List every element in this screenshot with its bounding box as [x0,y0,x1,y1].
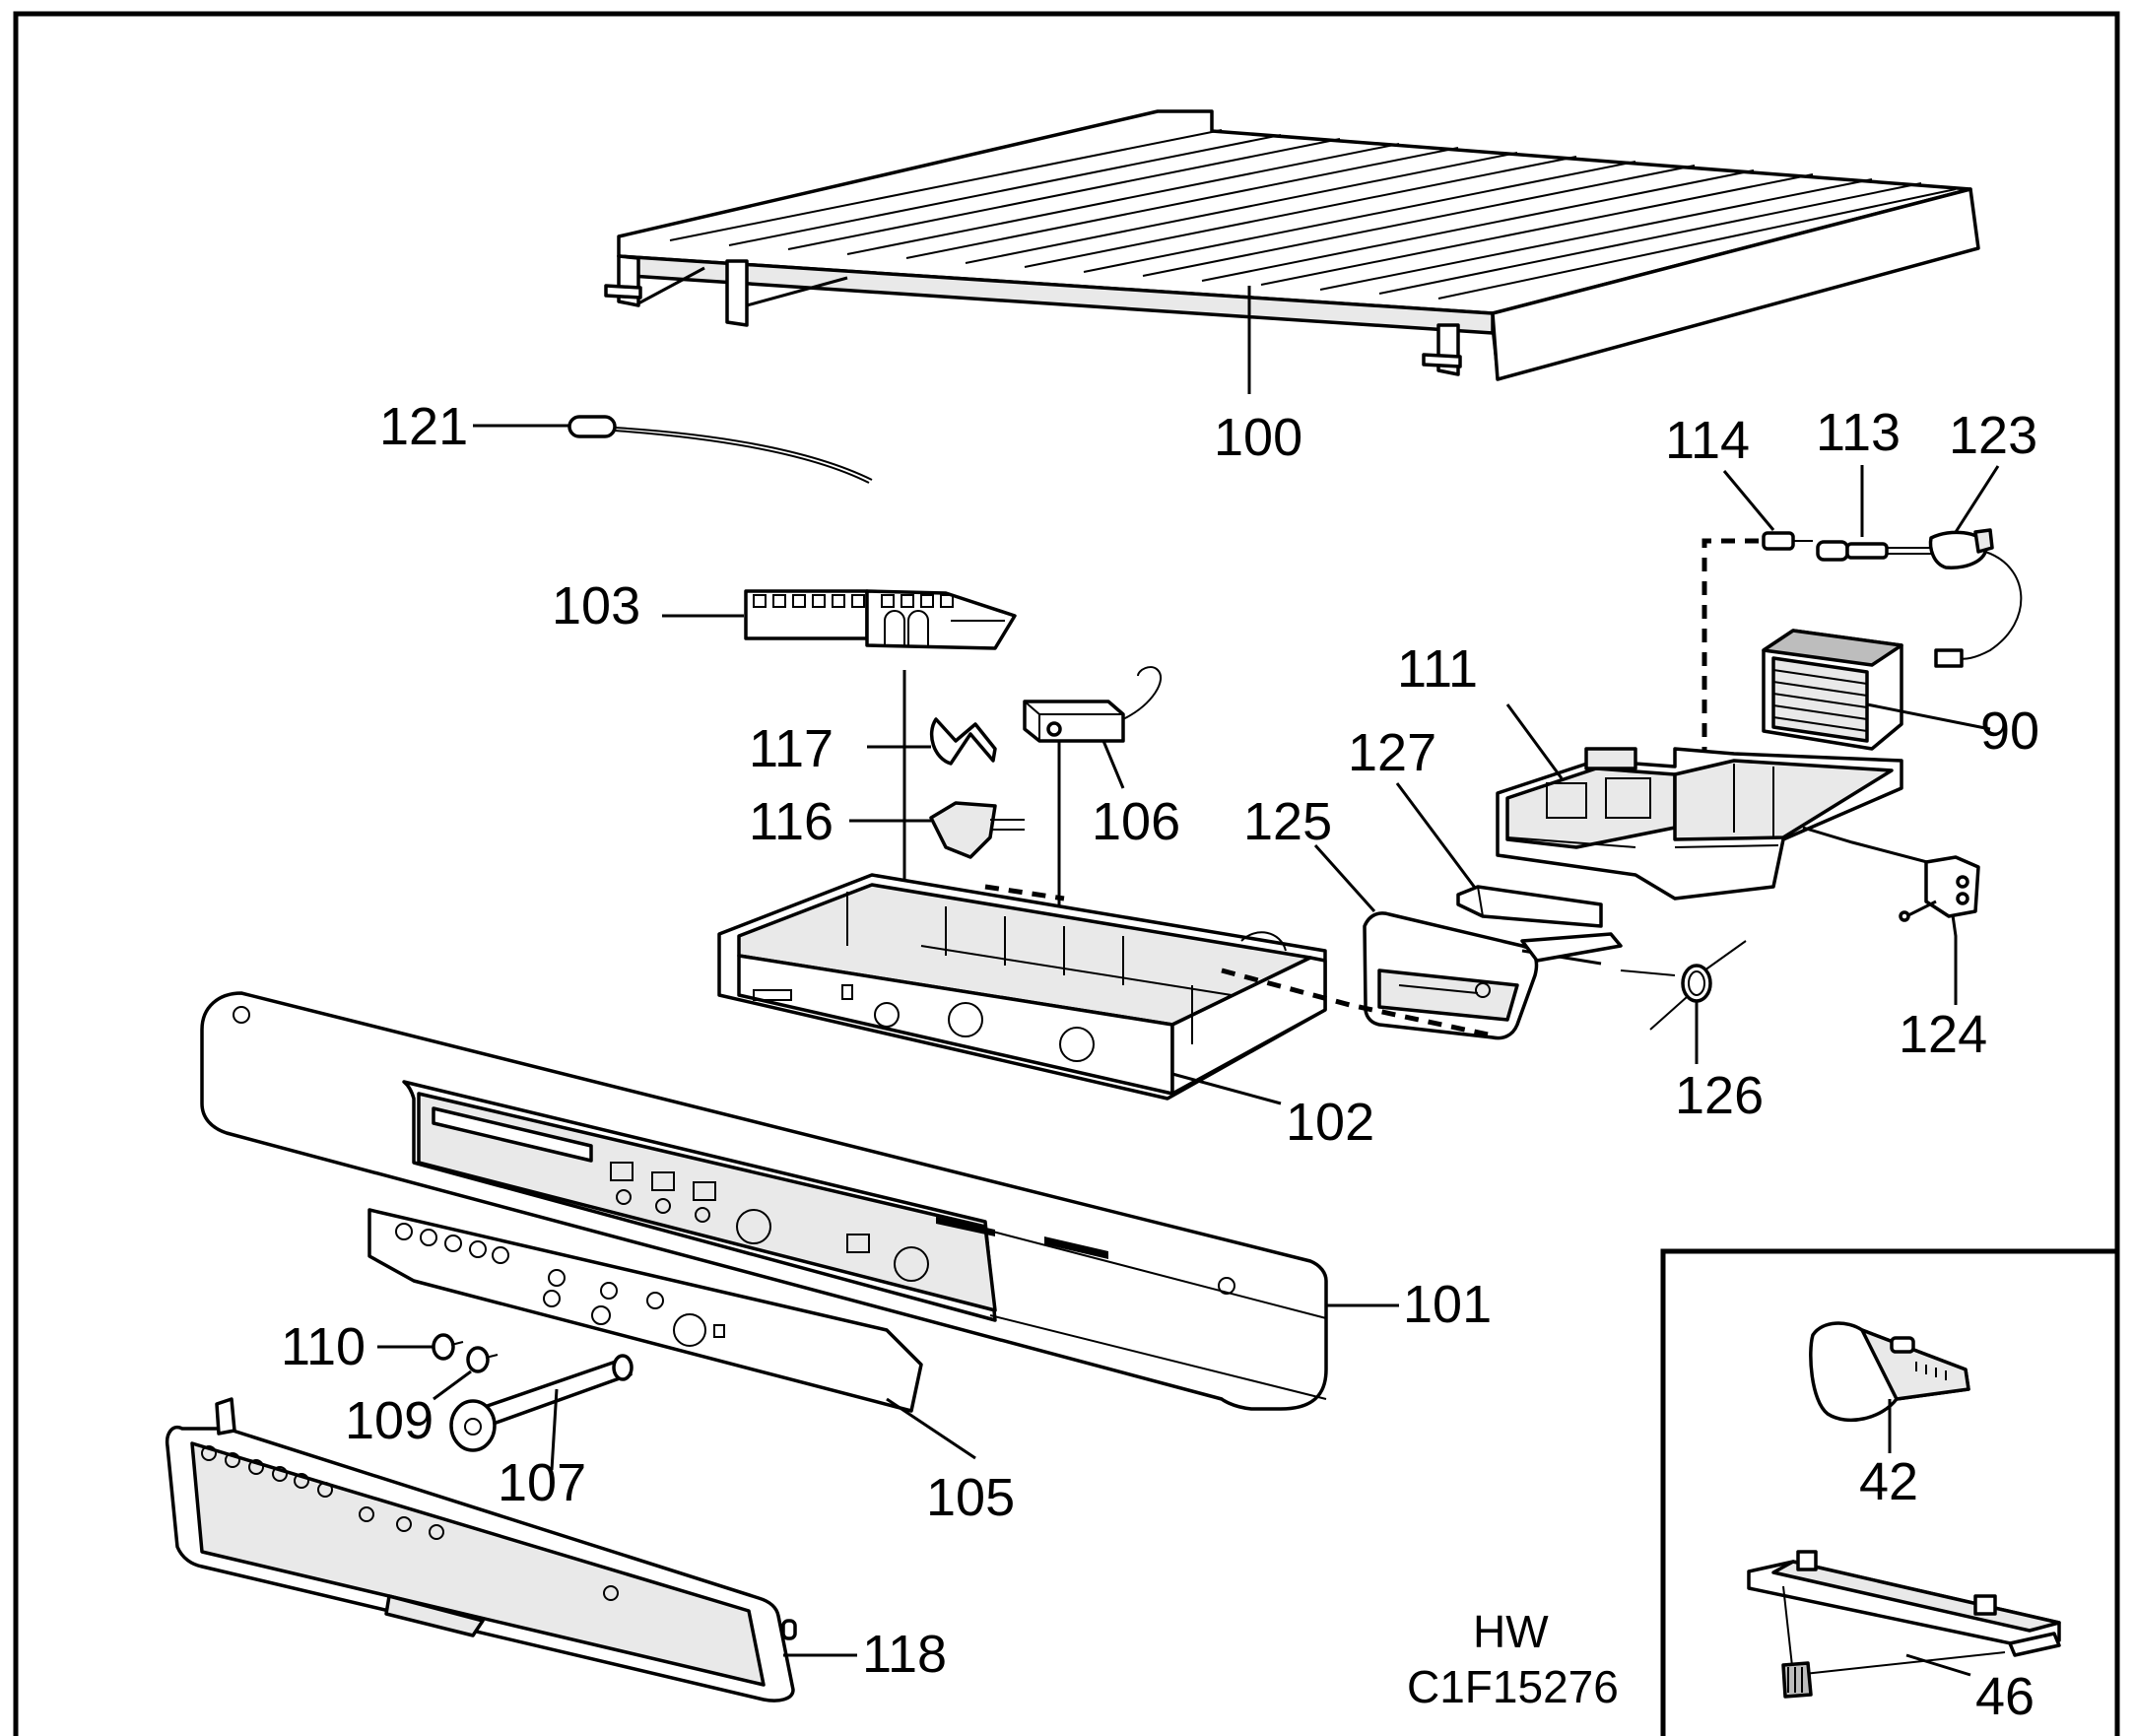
part-90-transformer [1762,629,1991,751]
part-100-shelf [604,109,1980,394]
part-118-bezel [165,1397,857,1703]
label-113: 113 [1816,403,1901,462]
part-124-hinge [1802,826,1980,1005]
label-101: 101 [1403,1275,1492,1334]
label-126: 126 [1675,1066,1764,1125]
caption-line-2: C1F15276 [1407,1661,1619,1712]
label-121: 121 [379,397,468,456]
label-106: 106 [1092,792,1180,851]
part-126-spring [1620,940,1747,1064]
part-101-front-panel [200,991,1399,1411]
part-109-button [433,1346,499,1401]
part-125-lid [1313,843,1623,1040]
label-105: 105 [926,1468,1015,1527]
part-103-terminal-block [662,589,1017,958]
label-102: 102 [1286,1093,1374,1152]
assembly-line-114 [1701,538,1759,849]
part-116-switch [849,801,1025,859]
part-107-knob-shaft [449,1354,634,1471]
label-127: 127 [1348,723,1436,782]
part-42-bulb [1809,1321,1970,1453]
part-121-sensor [473,415,873,484]
part-114-connector [1722,470,1813,551]
assembly-line-106 [984,884,1065,901]
label-125: 125 [1243,792,1332,851]
caption-line-1: HW [1473,1606,1549,1657]
label-117: 117 [749,719,834,778]
part-105-control-plate [367,1208,976,1460]
label-124: 124 [1899,1005,1987,1064]
part-117-clip [867,717,997,766]
label-109: 109 [345,1391,434,1450]
label-111: 111 [1397,639,1478,699]
label-118: 118 [862,1625,947,1684]
label-42: 42 [1859,1452,1918,1511]
label-110: 110 [281,1317,366,1376]
part-102-control-box [717,873,1327,1105]
part-111-chassis [1496,703,1903,901]
label-90: 90 [1980,701,2039,761]
label-123: 123 [1949,406,2037,465]
outer-frame [13,11,2120,1736]
label-100: 100 [1214,408,1302,467]
part-113-lamp-wire [1816,465,1931,562]
label-116: 116 [749,792,834,851]
label-107: 107 [498,1453,586,1512]
label-103: 103 [552,576,640,635]
part-123-lampholder [1928,465,2023,668]
inset-frame [1660,1248,2120,1736]
part-127-bracket [1395,782,1603,928]
label-114: 114 [1665,411,1750,470]
part-46-hinge-bracket [1747,1550,2061,1699]
label-46: 46 [1975,1667,2035,1726]
part-110-button [377,1333,464,1361]
